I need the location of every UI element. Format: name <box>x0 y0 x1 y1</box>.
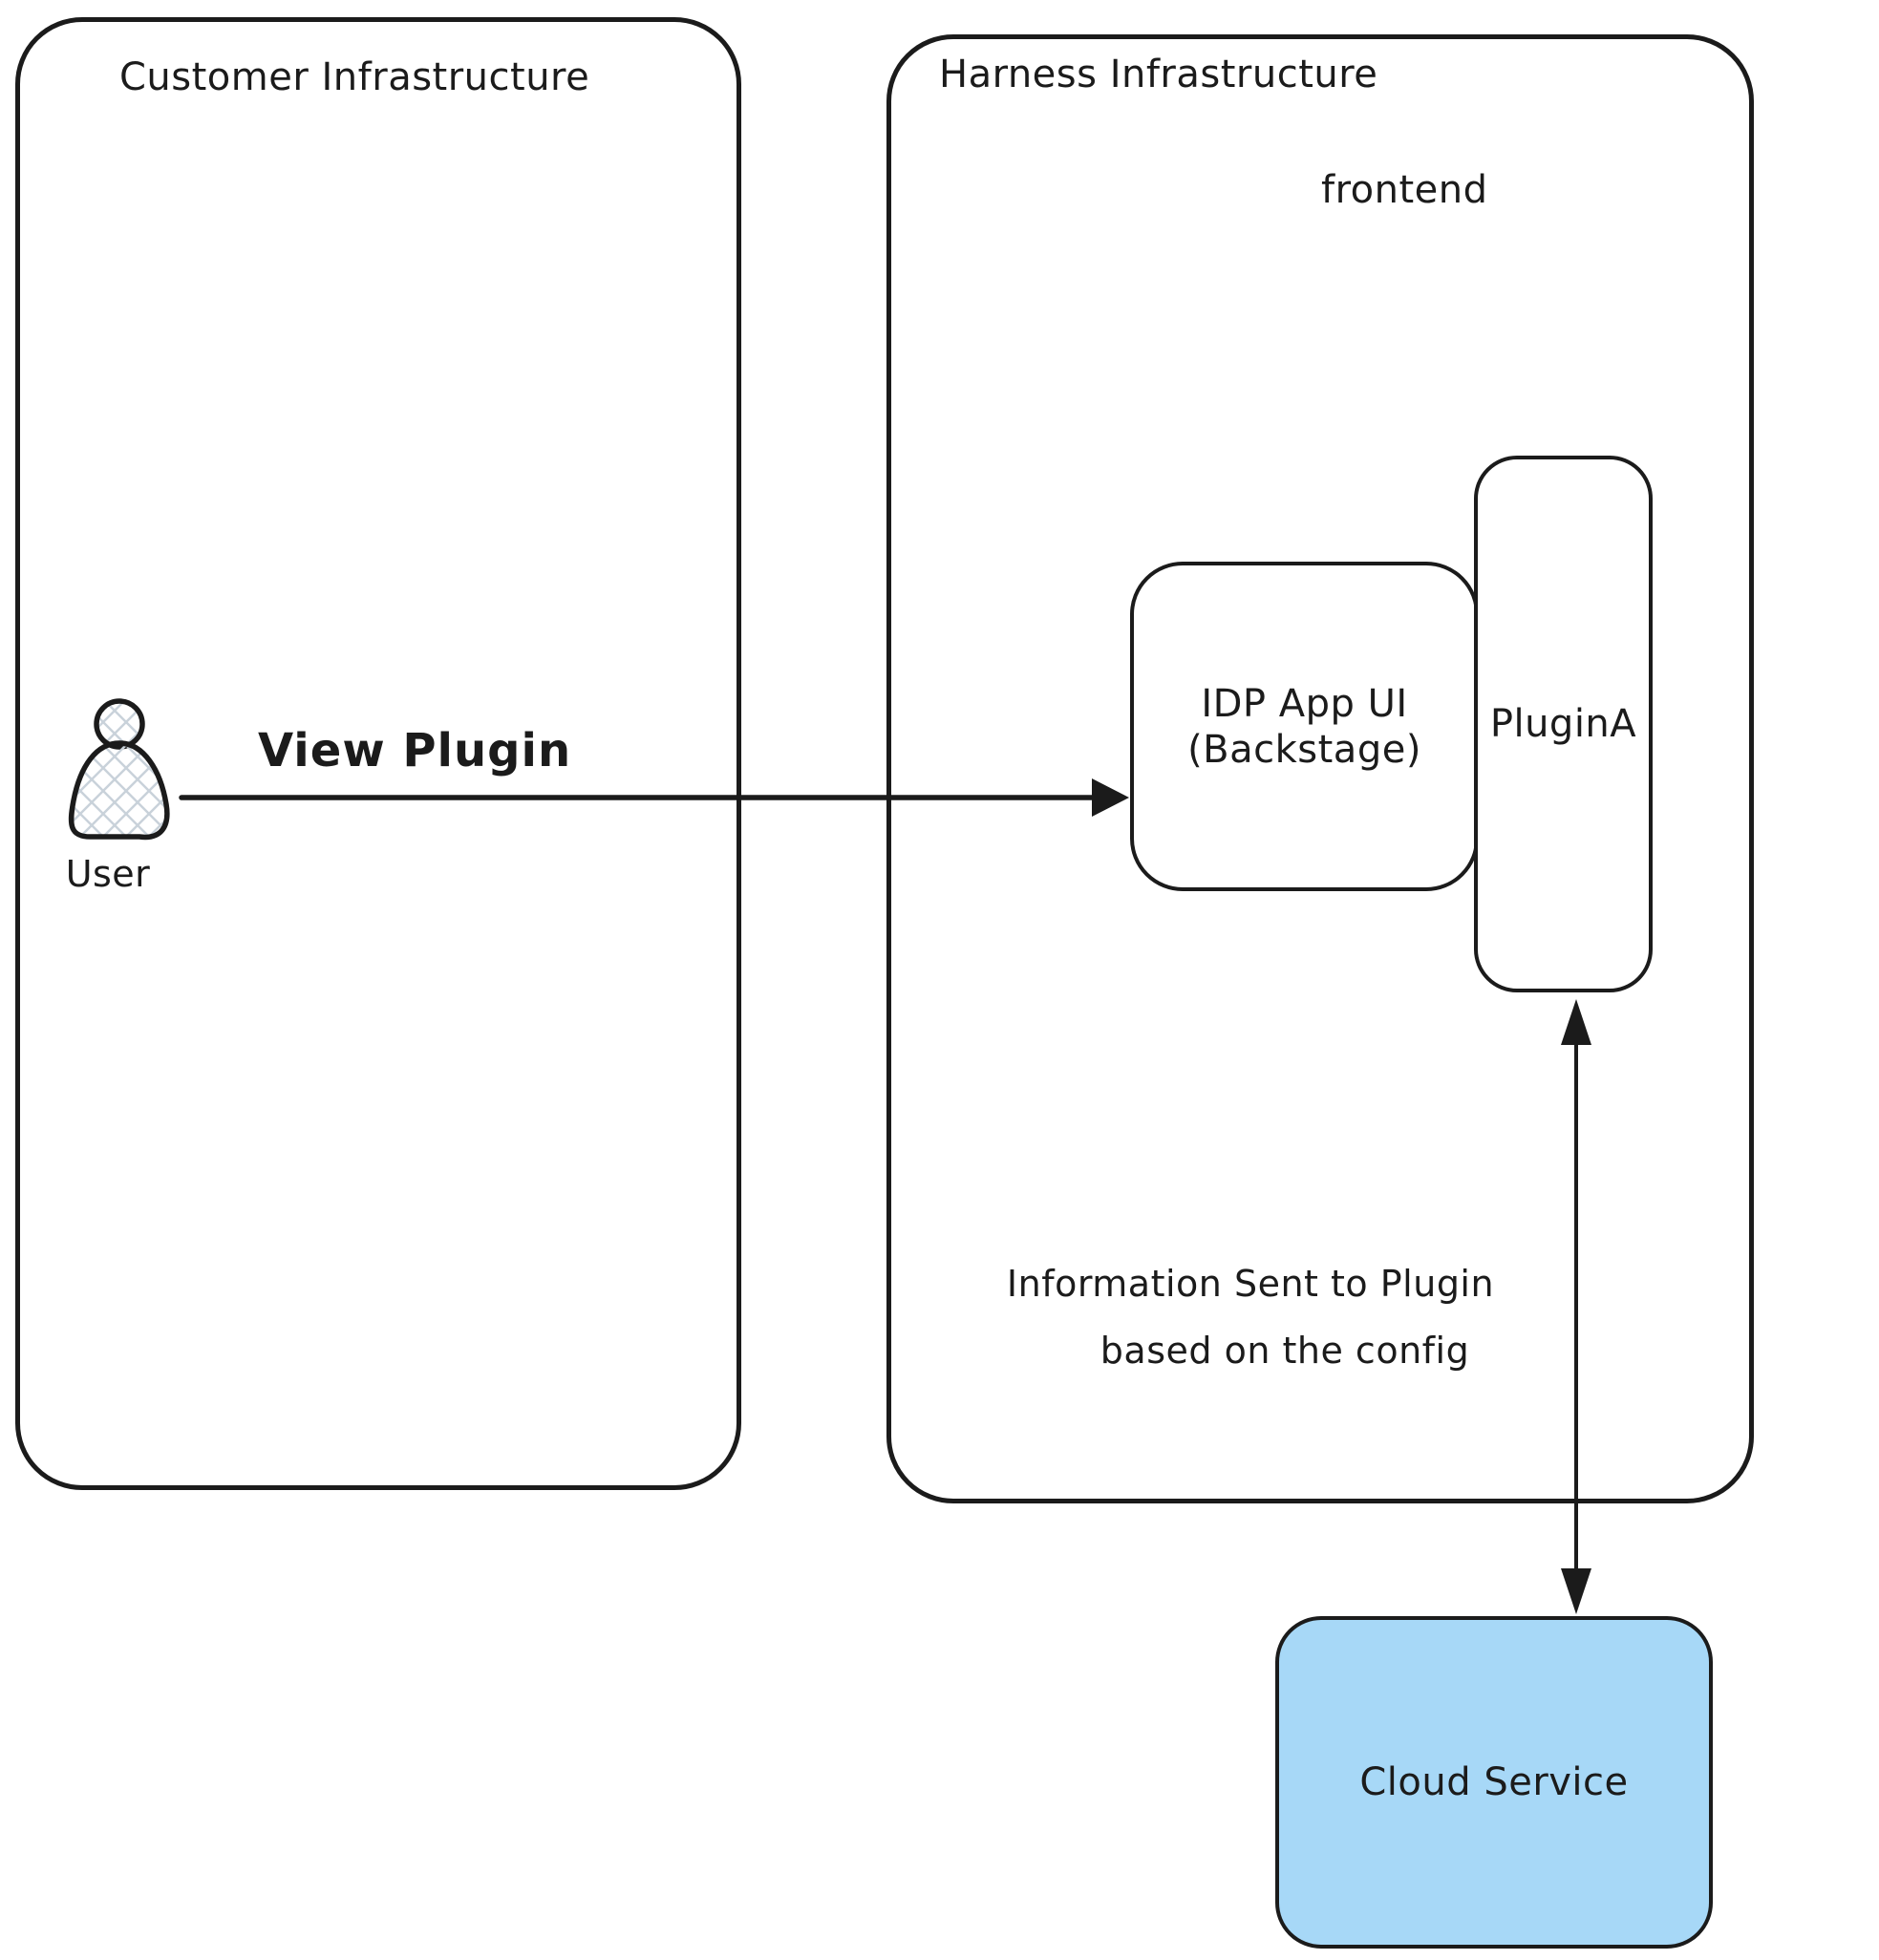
customer-infrastructure-box <box>15 17 741 1490</box>
info-label-line2: based on the config <box>1100 1330 1470 1372</box>
customer-infrastructure-title: Customer Infrastructure <box>119 55 590 99</box>
plugin-a-node: PluginA <box>1474 456 1653 992</box>
plugin-a-label: PluginA <box>1489 702 1637 746</box>
frontend-label: frontend <box>1321 168 1488 212</box>
harness-infrastructure-title: Harness Infrastructure <box>939 53 1378 96</box>
idp-app-ui-node: IDP App UI (Backstage) <box>1130 562 1479 891</box>
cloud-service-node: Cloud Service <box>1275 1616 1713 1949</box>
idp-app-ui-label-line2: (Backstage) <box>1187 727 1421 772</box>
info-label-line1: Information Sent to Plugin <box>1006 1263 1495 1305</box>
cloud-service-label: Cloud Service <box>1359 1760 1629 1804</box>
harness-infrastructure-box <box>886 34 1754 1503</box>
idp-app-ui-label-line1: IDP App UI <box>1201 681 1408 726</box>
user-label: User <box>65 853 151 895</box>
view-plugin-label: View Plugin <box>258 724 572 778</box>
